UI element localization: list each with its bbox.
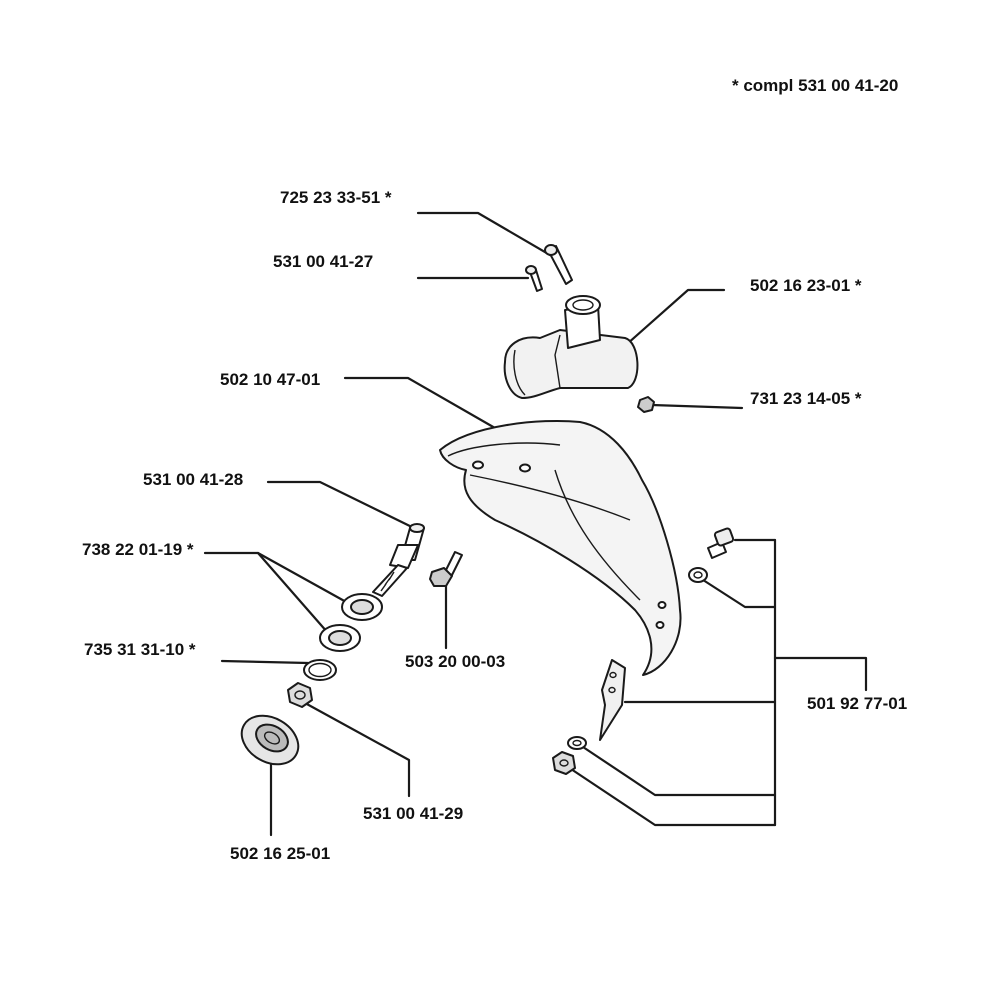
- leader-screw-top: [416, 211, 552, 257]
- kit-nut-part: [552, 751, 576, 775]
- leader-lines: [203, 211, 868, 837]
- guard-part: [439, 419, 682, 676]
- label-shaft: 531 00 41-28: [143, 470, 244, 489]
- leader-bearings-b: [256, 551, 330, 635]
- leader-circlip: [220, 659, 310, 665]
- nut-m-part: [287, 682, 313, 708]
- leader-kit-nut: [563, 763, 777, 827]
- kit-washer-part: [688, 567, 708, 583]
- leader-nut-small: [650, 403, 744, 410]
- label-guard-kit: 501 92 77-01: [807, 694, 908, 713]
- gear-housing-part: [503, 295, 639, 399]
- leader-gear-housing: [616, 288, 726, 354]
- leader-shaft: [266, 480, 420, 532]
- support-cup-part: [240, 714, 300, 766]
- label-support-cup: 502 16 25-01: [230, 844, 331, 863]
- leader-kit-out: [773, 656, 868, 692]
- leader-kit-washer2: [578, 743, 777, 797]
- label-bolt-mid: 503 20 00-03: [405, 652, 506, 671]
- shaft-part: [372, 523, 425, 597]
- label-gear-housing: 502 16 23-01 *: [750, 276, 862, 295]
- leader-guard: [343, 376, 497, 430]
- completion-note: * compl 531 00 41-20: [732, 76, 899, 95]
- leader-bearings-a: [203, 551, 350, 605]
- leader-nut-m: [303, 701, 411, 798]
- label-nut-small: 731 23 14-05 *: [750, 389, 862, 408]
- bolt-mid-part: [429, 551, 463, 587]
- circlip-part: [303, 659, 337, 681]
- label-screw-small: 531 00 41-27: [273, 252, 374, 271]
- leader-kit-washer: [698, 576, 777, 609]
- bearing-lower-part: [319, 624, 361, 652]
- nut-small-part: [637, 396, 655, 413]
- kit-washer2-part: [567, 736, 587, 750]
- kit-screw-part: [707, 527, 735, 559]
- label-screw-top: 725 23 33-51 *: [280, 188, 392, 207]
- label-nut-m: 531 00 41-29: [363, 804, 464, 823]
- label-circlip: 735 31 31-10 *: [84, 640, 196, 659]
- label-bearings: 738 22 01-19 *: [82, 540, 194, 559]
- bearing-upper-part: [341, 593, 383, 621]
- label-guard: 502 10 47-01: [220, 370, 321, 389]
- screw-small-part: [525, 265, 543, 292]
- kit-blade-part: [599, 659, 626, 741]
- screw-top-part: [544, 244, 573, 285]
